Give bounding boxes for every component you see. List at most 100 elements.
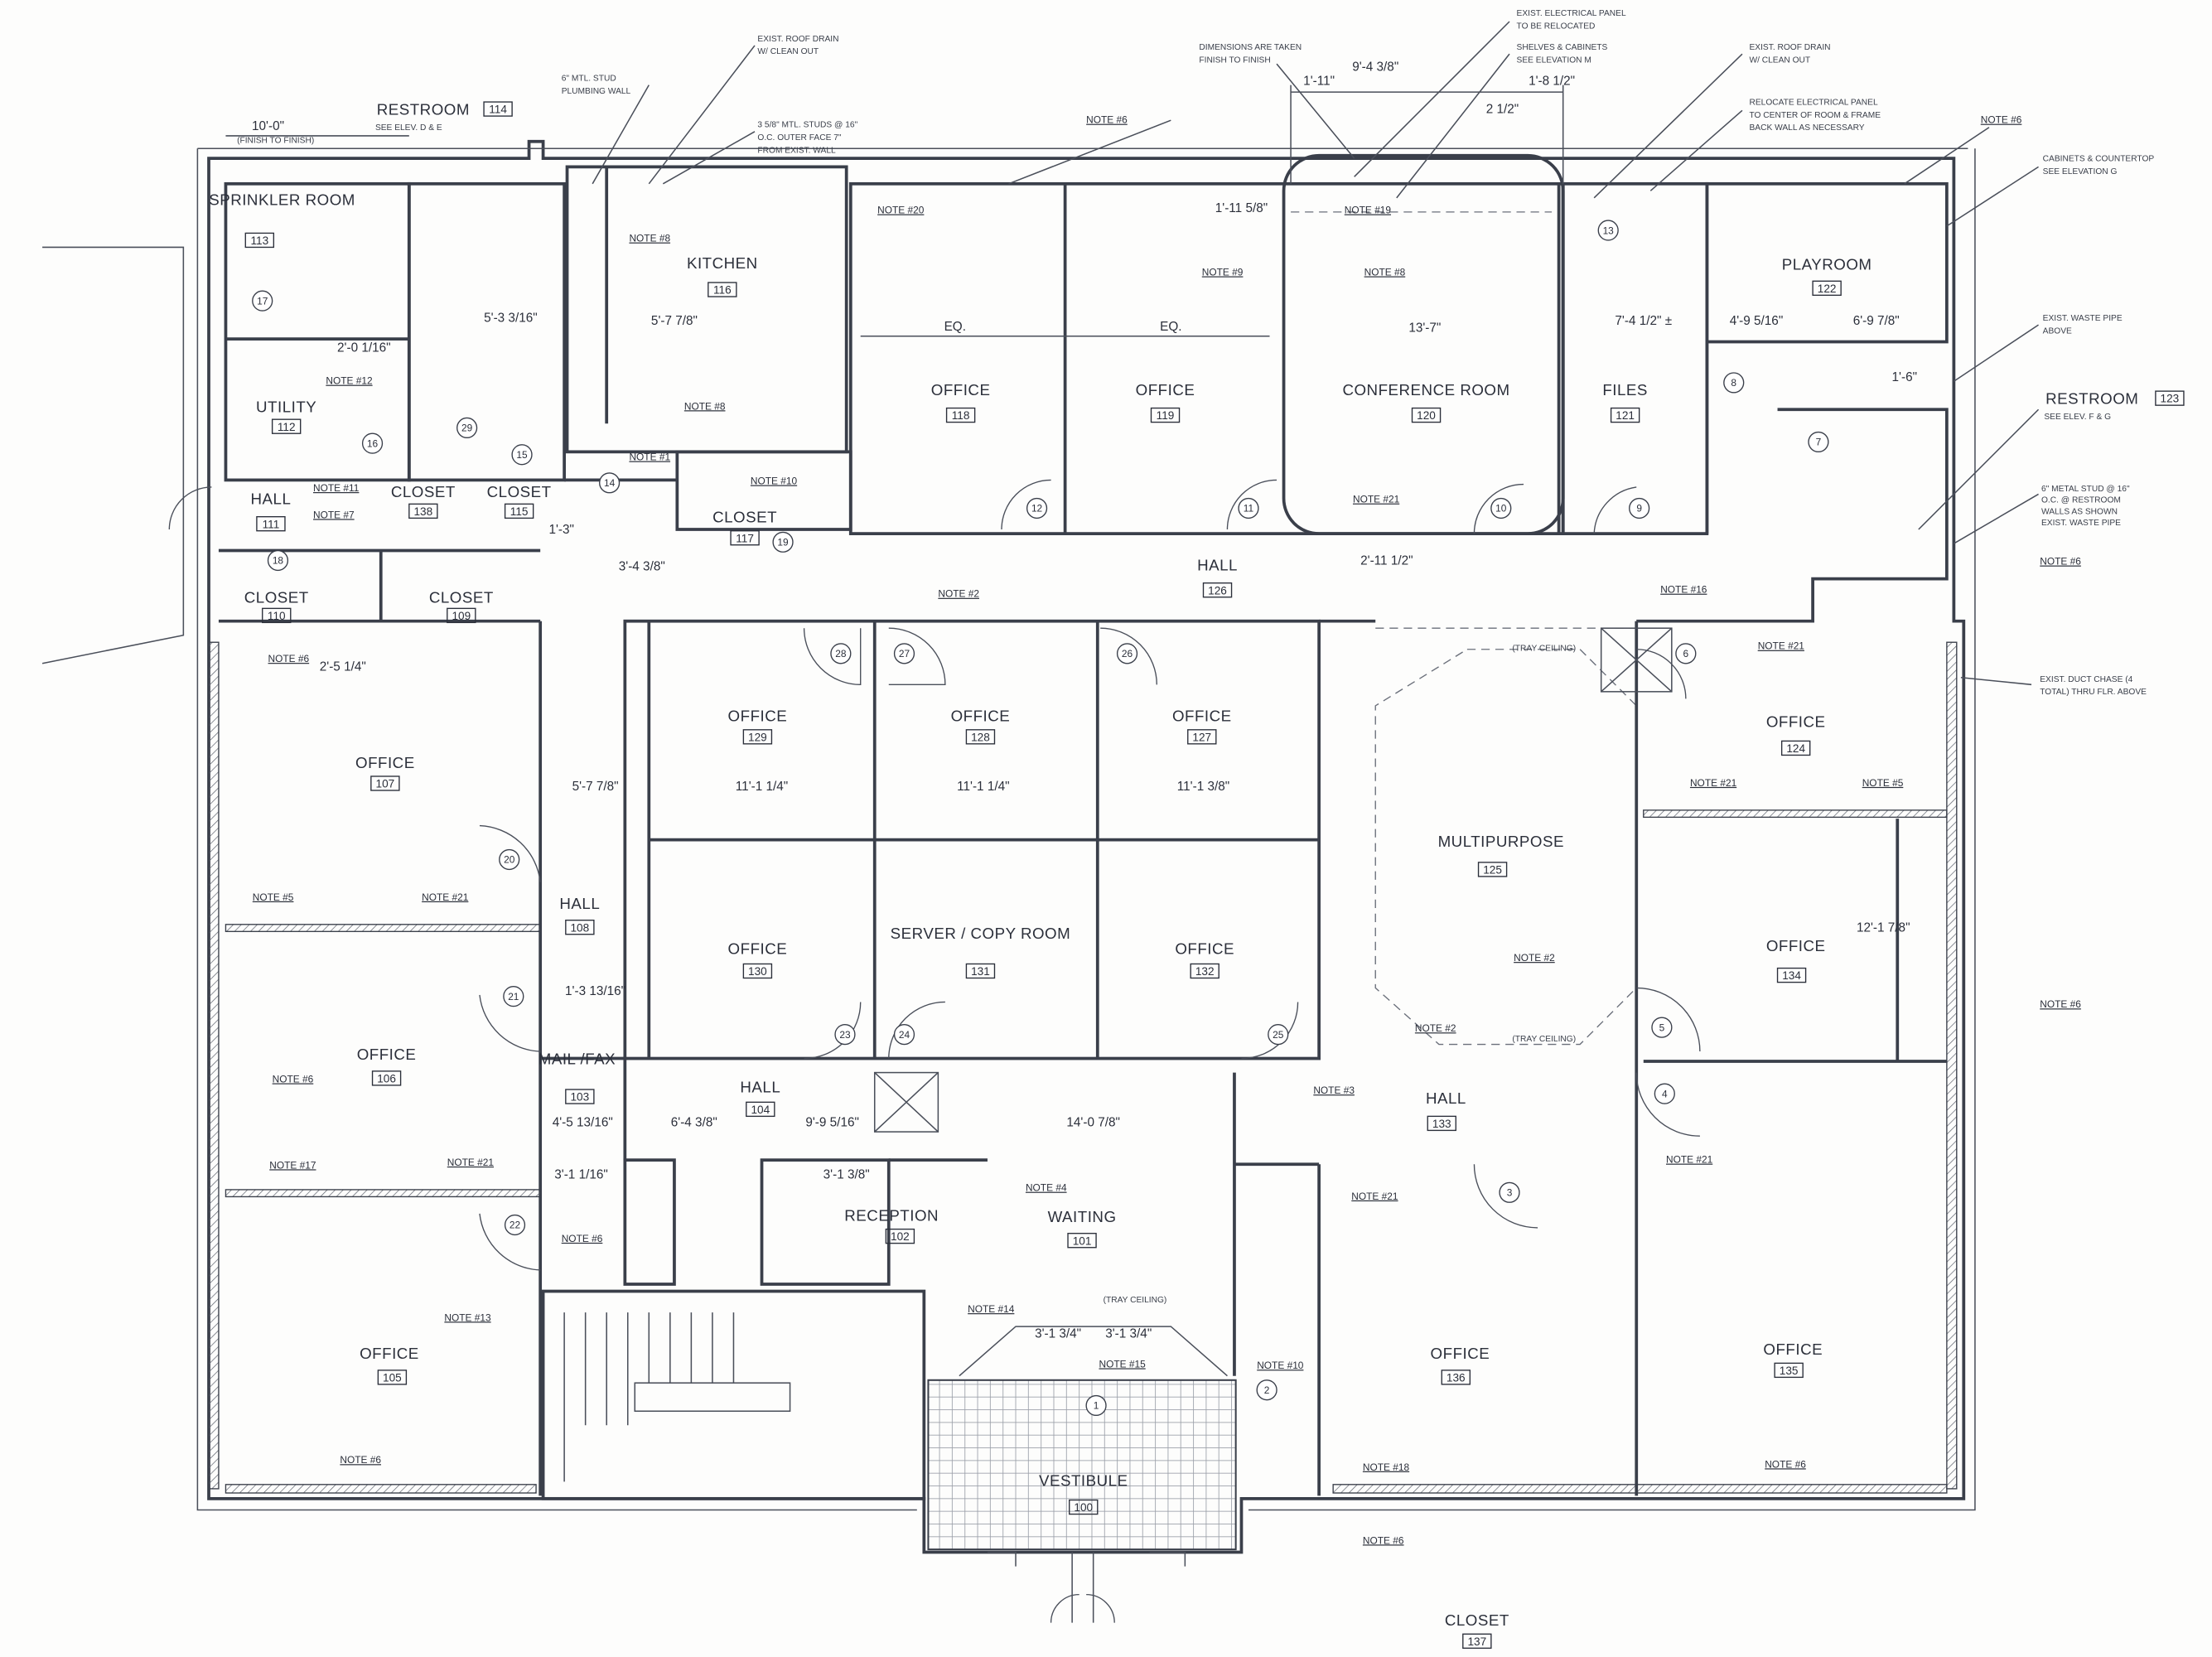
- dimension: 5'-7 7/8": [572, 780, 619, 794]
- room-name: OFFICE: [1172, 708, 1232, 725]
- note-label: NOTE #6: [273, 1074, 314, 1085]
- room-101: WAITING 101: [1048, 1208, 1117, 1249]
- room-name: HALL: [251, 490, 292, 507]
- room-number: 130: [748, 965, 767, 978]
- dimension: 11'-1 1/4": [736, 780, 788, 794]
- room-name: WAITING: [1048, 1208, 1117, 1225]
- callout-text: FINISH TO FINISH: [1199, 56, 1270, 65]
- note-label: NOTE #21: [447, 1157, 495, 1168]
- callout-text: EXIST. WASTE PIPE: [2043, 314, 2123, 323]
- room-number: 138: [413, 505, 432, 518]
- callout-text: EXIST. WASTE PIPE: [2041, 519, 2121, 528]
- dimension: 1'-11 5/8": [1215, 201, 1268, 215]
- door-tag-number: 17: [257, 295, 268, 307]
- door-tag-circle: [1026, 497, 1048, 519]
- room-name: MAIL /FAX: [539, 1050, 616, 1067]
- room-number: 133: [1432, 1118, 1451, 1130]
- callout-text: BACK WALL AS NECESSARY: [1749, 123, 1864, 133]
- dimension: 3'-1 3/8": [823, 1167, 870, 1181]
- dimension: 7'-4 1/2" ±: [1615, 314, 1672, 328]
- note-label: NOTE #6: [1086, 114, 1128, 126]
- door-tag-number: 5: [1659, 1022, 1665, 1033]
- callout-text: CABINETS & COUNTERTOP: [2043, 155, 2155, 164]
- room-119: OFFICE 119: [1136, 381, 1195, 423]
- room-name: FILES: [1602, 381, 1648, 399]
- door-tag-circle: [499, 848, 520, 871]
- note-label: NOTE #4: [1026, 1182, 1067, 1194]
- callout-text: PLUMBING WALL: [562, 87, 631, 96]
- door-tag-circle: [834, 1024, 856, 1046]
- door-tag-number: 9: [1636, 503, 1642, 514]
- room-120: CONFERENCE ROOM 120: [1342, 381, 1509, 423]
- room-number: 127: [1192, 731, 1211, 743]
- room-number: 128: [971, 731, 990, 743]
- note-label: NOTE #6: [268, 653, 310, 664]
- room-number: 101: [1073, 1234, 1092, 1247]
- door-tag-number: 19: [777, 537, 789, 548]
- note-label: NOTE #2: [1514, 952, 1555, 964]
- note-label: NOTE #7: [313, 509, 355, 520]
- room-name: CONFERENCE ROOM: [1342, 381, 1509, 399]
- room-number: 117: [736, 532, 754, 544]
- door-tag-circle: [1808, 431, 1829, 453]
- room-name: CLOSET: [1445, 1611, 1509, 1629]
- door-tag-number: 29: [461, 423, 473, 434]
- note-label: NOTE #6: [2040, 556, 2081, 568]
- door-tag-circle: [893, 1024, 915, 1046]
- room-number: 120: [1417, 409, 1436, 422]
- callout-text: TO BE RELOCATED: [1517, 22, 1596, 31]
- room-name: HALL: [559, 895, 600, 912]
- note-label: NOTE #11: [313, 482, 360, 494]
- note-label: NOTE #8: [1364, 267, 1406, 278]
- door-tag-circle: [1499, 1181, 1520, 1203]
- callout-text: WALLS AS SHOWN: [2041, 507, 2118, 516]
- note-label: NOTE #20: [877, 205, 925, 216]
- note-label: NOTE #6: [1981, 114, 2022, 126]
- room-number: 122: [1818, 283, 1837, 295]
- room-number: 119: [1157, 409, 1175, 422]
- door-tag-number: 8: [1731, 377, 1736, 389]
- note-labels: NOTE #6 NOTE #6 NOTE #20 NOTE #19 NOTE #…: [253, 114, 2081, 1547]
- room-number: 126: [1208, 584, 1227, 597]
- room-number: 131: [971, 965, 990, 978]
- room-name: SPRINKLER ROOM: [209, 191, 355, 208]
- room-number: 112: [278, 421, 296, 433]
- note-label: NOTE #15: [1099, 1358, 1146, 1370]
- note-label: NOTE #12: [326, 375, 373, 387]
- door-tag-number: 10: [1495, 503, 1507, 514]
- room-name: PLAYROOM: [1782, 256, 1872, 273]
- dimension-labels: 10'-0" 9'-4 3/8" 1'-11" 1'-8 1/2" 2 1/2"…: [225, 60, 1917, 1341]
- room-name: HALL: [1197, 556, 1238, 573]
- dimension: 1'-8 1/2": [1529, 75, 1575, 89]
- note-label: NOTE #6: [2040, 998, 2081, 1010]
- room-number: 115: [510, 505, 529, 518]
- dimension: 6'-4 3/8": [671, 1115, 717, 1129]
- door-tag-number: 12: [1031, 503, 1043, 514]
- room-number: 129: [748, 731, 767, 743]
- door-tag-circle: [772, 531, 794, 553]
- door-tag-circle: [1238, 497, 1259, 519]
- room-name: UTILITY: [256, 399, 316, 416]
- note-label: NOTE #6: [340, 1454, 381, 1466]
- callout-text: 6" MTL. STUD: [562, 75, 616, 84]
- door-tag-number: 6: [1683, 648, 1689, 659]
- note-label: NOTE #21: [1690, 777, 1737, 789]
- room-number: 114: [489, 104, 507, 116]
- room-name: OFFICE: [1136, 381, 1195, 399]
- room-name: OFFICE: [355, 754, 415, 771]
- room-number: 109: [452, 610, 471, 622]
- door-tag-circle: [1085, 1394, 1107, 1417]
